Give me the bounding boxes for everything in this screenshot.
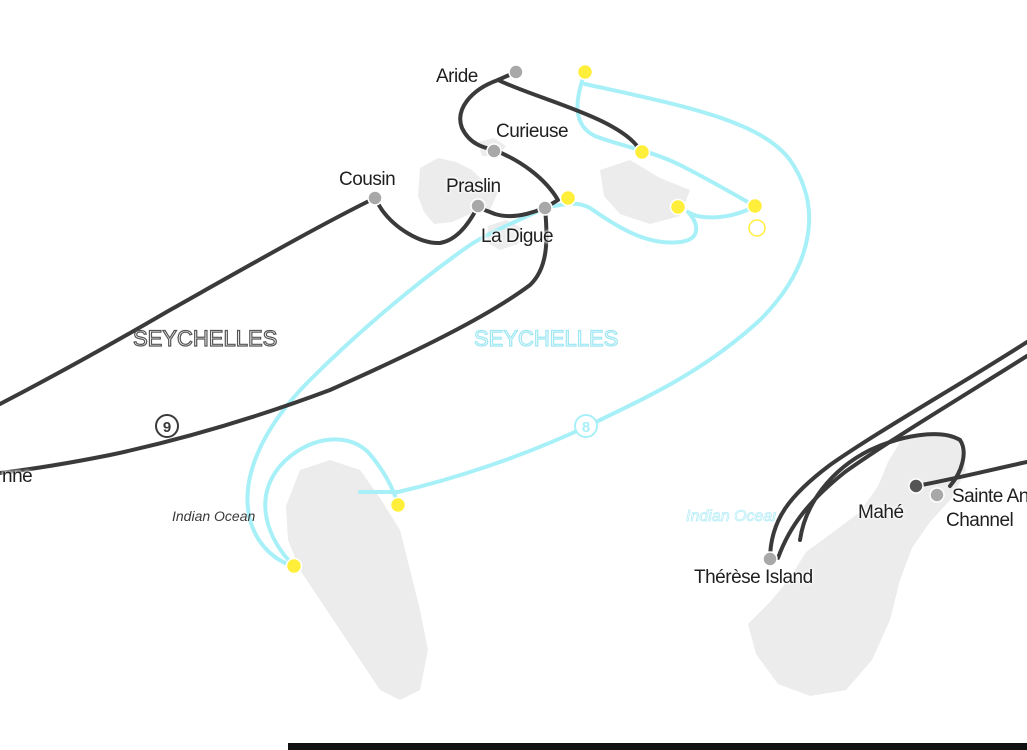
stop-yellow-east-2 [669,198,687,216]
stop-yellow-north [576,63,594,81]
bottom-edge-bar [288,743,1027,750]
dark-route [0,70,1027,562]
stop-yellow-east-3 [746,197,764,215]
stop-cousin [367,190,383,206]
stop-la-digue [537,200,553,216]
gray-stops [367,64,945,567]
country-label-seychelles-light: SEYCHELLES [473,325,619,351]
eastern-islets [600,160,690,224]
place-label-mahe: Mahé [858,502,904,523]
stop-curieuse [486,143,502,159]
stop-yellow-west-2 [285,557,303,575]
dark-route-sainte-anne [914,460,1027,488]
place-label-sainte-anne-left: nne [2,466,33,487]
yellow-stops [285,63,764,575]
ocean-label-indian-ocean-light: Indian Ocean [686,508,776,525]
place-label-praslin: Praslin [446,176,501,197]
stop-praslin [470,198,486,214]
light-route-east-arc [358,82,812,494]
stop-yellow-west-1 [389,496,407,514]
stop-therese [762,551,778,567]
la-digue-island [486,220,522,250]
route-marker-light-text: 8 [582,419,590,436]
route-marker-light: 8 [574,414,598,438]
route-marker-dark-text: 9 [163,419,171,436]
place-label-aride: Aride [436,66,478,87]
light-route-west-loop [263,437,400,568]
western-island [286,460,428,700]
place-label-sainte-anne: Sainte Anne [952,486,1027,507]
route-marker-dark: 9 [155,414,179,438]
place-label-therese-island: Thérèse Island [694,567,813,588]
light-route-southwest [245,206,547,568]
stop-yellow-east-1 [633,143,651,161]
dark-route-cousin-west [0,196,377,406]
place-label-cousin: Cousin [339,169,396,190]
route-marker-light-small [748,219,766,237]
dark-route-ladigue-west [0,206,549,475]
ocean-label-indian-ocean: Indian Ocean [172,508,256,524]
dark-route-east-descent-2 [776,354,1027,560]
place-label-la-digue: La Digue [481,226,554,247]
stop-yellow-praslin [559,189,577,207]
dark-route-mahe-loop [798,432,966,542]
light-route-inner-loop [543,201,757,245]
stop-mahe [908,478,924,494]
place-label-channel: Channel [946,510,1014,531]
stop-aride [508,64,524,80]
dark-route-east-descent-1 [768,340,1027,562]
dark-route-aride-curieuse [458,78,500,152]
dark-route-north [496,70,644,154]
mahe-island [748,432,966,696]
stop-sainte-anne [929,487,945,503]
place-label-curieuse: Curieuse [496,121,569,142]
country-label-seychelles-dark: SEYCHELLES [132,325,278,351]
land-masses [286,138,966,700]
